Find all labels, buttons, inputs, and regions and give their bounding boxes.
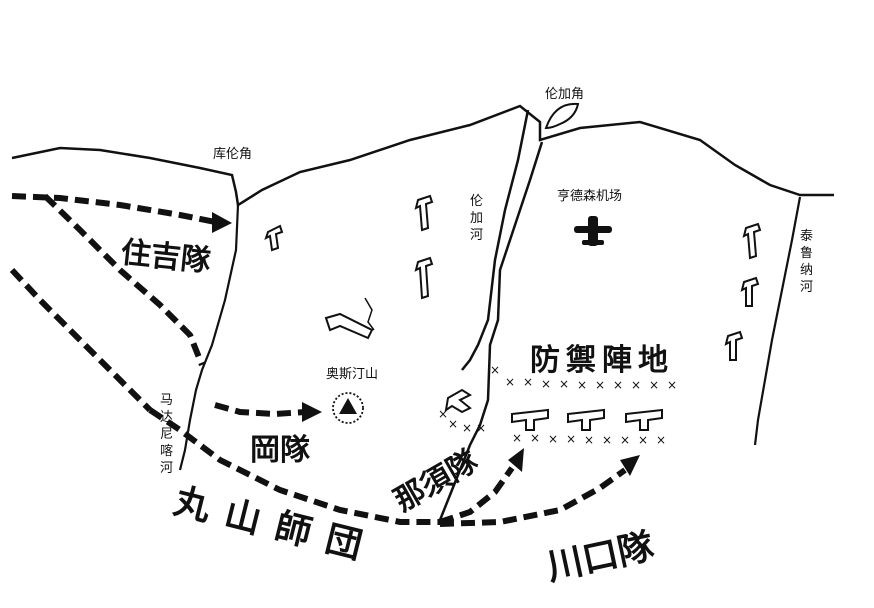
coastline bbox=[11, 104, 834, 208]
svg-text:×: × bbox=[649, 378, 659, 392]
defense-marker bbox=[414, 194, 434, 232]
label-matanikau-river: 马 达 尼 喀 河 bbox=[160, 393, 173, 476]
maruyama-main-route bbox=[148, 407, 440, 525]
svg-text:×: × bbox=[667, 378, 677, 392]
svg-text:×: × bbox=[656, 433, 666, 447]
western-ridge bbox=[178, 204, 240, 471]
nasu-advance-arrow bbox=[439, 466, 515, 525]
svg-text:河: 河 bbox=[800, 280, 813, 295]
lunga-river-left-bank bbox=[461, 109, 530, 371]
svg-text:×: × bbox=[559, 377, 569, 391]
defense-marker bbox=[414, 256, 434, 300]
svg-text:×: × bbox=[595, 378, 605, 392]
svg-text:泰: 泰 bbox=[800, 229, 813, 244]
label-henderson-field: 亨德森机场 bbox=[557, 188, 622, 204]
mountain-ridge bbox=[364, 297, 375, 331]
defense-marker bbox=[742, 222, 762, 260]
svg-text:加: 加 bbox=[470, 211, 483, 226]
svg-text:×: × bbox=[566, 432, 576, 446]
defense-marker bbox=[324, 312, 374, 340]
western-route bbox=[9, 267, 153, 413]
svg-text:×: × bbox=[613, 378, 623, 392]
svg-text:尼: 尼 bbox=[160, 427, 173, 442]
label-oka-unit: 岡隊 bbox=[250, 433, 310, 468]
svg-text:×: × bbox=[548, 432, 558, 446]
label-maruyama-division: 丸山師団 bbox=[169, 481, 382, 571]
label-defense-area: 防禦陣地 bbox=[530, 343, 674, 378]
defense-marker bbox=[264, 224, 284, 252]
svg-text:×: × bbox=[505, 375, 515, 389]
defense-marker bbox=[625, 408, 663, 431]
mountain-peak-icon bbox=[332, 392, 364, 424]
svg-text:马: 马 bbox=[160, 393, 173, 408]
svg-text:×: × bbox=[541, 377, 551, 391]
svg-text:×: × bbox=[584, 433, 594, 447]
svg-text:纳: 纳 bbox=[800, 263, 813, 278]
svg-text:鲁: 鲁 bbox=[800, 246, 813, 261]
oka-advance-arrow bbox=[214, 402, 306, 418]
label-kukum-point: 库伦角 bbox=[213, 146, 252, 162]
label-sumiyoshi-unit: 住吉隊 bbox=[119, 235, 212, 279]
svg-text:喀: 喀 bbox=[160, 443, 173, 459]
label-kawaguchi-unit: 川口隊 bbox=[543, 526, 657, 589]
sumiyoshi-flank-route bbox=[42, 193, 205, 367]
svg-text:×: × bbox=[530, 431, 540, 445]
nasu-arrowhead bbox=[508, 448, 524, 472]
label-nasu-unit: 那須隊 bbox=[389, 444, 484, 519]
svg-text:×: × bbox=[476, 421, 486, 435]
defense-marker bbox=[740, 276, 760, 307]
barbed-wire-line-south: ×××× ×××× × ×××× bbox=[438, 407, 666, 447]
svg-text:伦: 伦 bbox=[470, 194, 483, 209]
svg-text:达: 达 bbox=[160, 410, 173, 425]
svg-text:×: × bbox=[602, 433, 612, 447]
tenaru-river bbox=[753, 196, 802, 446]
svg-text:×: × bbox=[512, 431, 522, 445]
svg-text:×: × bbox=[620, 433, 630, 447]
barbed-wire-line-north: × × × × × × × × × × × bbox=[490, 363, 677, 392]
lunga-river-right-bank bbox=[438, 141, 544, 521]
label-lunga-point: 伦加角 bbox=[545, 87, 584, 102]
svg-text:×: × bbox=[523, 375, 533, 389]
defense-markers bbox=[264, 194, 762, 431]
label-tenaru-river: 泰 鲁 纳 河 bbox=[800, 229, 813, 295]
svg-text:河: 河 bbox=[160, 461, 173, 476]
svg-text:×: × bbox=[490, 363, 500, 377]
svg-text:×: × bbox=[438, 407, 448, 421]
kawaguchi-arrowhead bbox=[620, 455, 640, 476]
defense-marker bbox=[444, 388, 473, 414]
label-lunga-river: 伦 加 河 bbox=[470, 194, 483, 243]
defense-marker bbox=[724, 330, 744, 361]
defense-marker bbox=[567, 408, 605, 431]
sumiyoshi-advance-arrow bbox=[11, 193, 216, 225]
svg-text:×: × bbox=[631, 378, 641, 392]
defense-marker bbox=[511, 408, 549, 431]
svg-text:×: × bbox=[448, 417, 458, 431]
lunga-point-island bbox=[544, 102, 580, 130]
svg-text:河: 河 bbox=[470, 228, 483, 243]
airplane-icon bbox=[574, 216, 612, 246]
svg-text:×: × bbox=[638, 433, 648, 447]
sumiyoshi-arrowhead bbox=[212, 212, 232, 233]
label-mount-austen: 奥斯汀山 bbox=[326, 367, 378, 382]
svg-text:×: × bbox=[577, 378, 587, 392]
oka-arrowhead bbox=[302, 402, 322, 422]
kawaguchi-advance-arrow bbox=[439, 467, 627, 527]
svg-text:×: × bbox=[462, 421, 472, 435]
